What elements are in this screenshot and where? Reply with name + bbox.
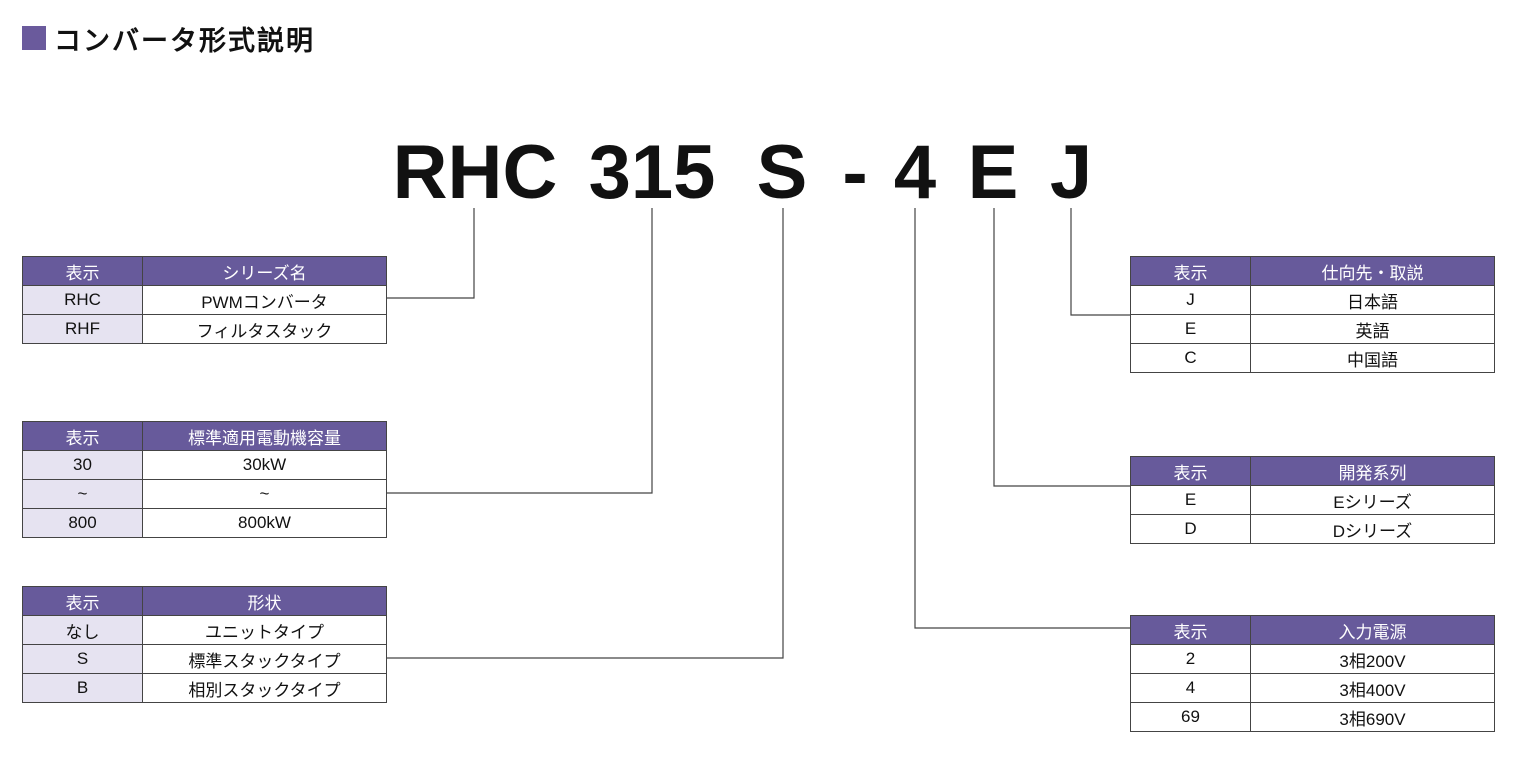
table-row: 800 800kW <box>22 508 387 538</box>
table-header-row: 表示 仕向先・取説 <box>1130 256 1495 286</box>
header-cell: 標準適用電動機容量 <box>142 421 387 451</box>
key-cell: D <box>1130 514 1251 544</box>
value-cell: 800kW <box>142 508 387 538</box>
value-cell: 標準スタックタイプ <box>142 644 387 674</box>
code-series: RHC <box>392 130 558 215</box>
header-cell: シリーズ名 <box>142 256 387 286</box>
header-cell: 表示 <box>22 256 143 286</box>
key-cell: 4 <box>1130 673 1251 703</box>
table-row: 2 3相200V <box>1130 644 1495 674</box>
table-row: D Dシリーズ <box>1130 514 1495 544</box>
destination-table: 表示 仕向先・取説 J 日本語 E 英語 C 中国語 <box>1130 256 1495 373</box>
key-cell: B <box>22 673 143 703</box>
table-header-row: 表示 入力電源 <box>1130 615 1495 645</box>
key-cell: S <box>22 644 143 674</box>
table-row: RHC PWMコンバータ <box>22 285 387 315</box>
header-cell: 表示 <box>1130 615 1251 645</box>
value-cell: 英語 <box>1250 314 1495 344</box>
table-row: B 相別スタックタイプ <box>22 673 387 703</box>
table-header-row: 表示 標準適用電動機容量 <box>22 421 387 451</box>
table-header-row: 表示 形状 <box>22 586 387 616</box>
code-hyphen: - <box>842 130 868 215</box>
table-header-row: 表示 シリーズ名 <box>22 256 387 286</box>
key-cell: 800 <box>22 508 143 538</box>
table-row: RHF フィルタスタック <box>22 314 387 344</box>
header-cell: 入力電源 <box>1250 615 1495 645</box>
key-cell: E <box>1130 314 1251 344</box>
series-table: 表示 シリーズ名 RHC PWMコンバータ RHF フィルタスタック <box>22 256 387 344</box>
connector-power <box>914 208 1130 629</box>
table-row: S 標準スタックタイプ <box>22 644 387 674</box>
table-row: 4 3相400V <box>1130 673 1495 703</box>
connector-series <box>386 208 475 299</box>
header-cell: 形状 <box>142 586 387 616</box>
key-cell: RHF <box>22 314 143 344</box>
key-cell: なし <box>22 615 143 645</box>
table-row: E Eシリーズ <box>1130 485 1495 515</box>
code-shape: S <box>756 130 808 215</box>
page-title: コンバータ形式説明 <box>22 20 315 57</box>
value-cell: Eシリーズ <box>1250 485 1495 515</box>
power-table: 表示 入力電源 2 3相200V 4 3相400V 69 3相690V <box>1130 615 1495 732</box>
value-cell: 3相690V <box>1250 702 1495 732</box>
value-cell: ユニットタイプ <box>142 615 387 645</box>
capacity-table: 表示 標準適用電動機容量 30 30kW ~ ~ 800 800kW <box>22 421 387 538</box>
title-text: コンバータ形式説明 <box>54 25 315 57</box>
development-table: 表示 開発系列 E Eシリーズ D Dシリーズ <box>1130 456 1495 544</box>
code-destination: J <box>1049 130 1093 215</box>
value-cell: 相別スタックタイプ <box>142 673 387 703</box>
header-cell: 表示 <box>1130 456 1251 486</box>
code-development: E <box>967 130 1019 215</box>
key-cell: ~ <box>22 479 143 509</box>
key-cell: J <box>1130 285 1251 315</box>
key-cell: RHC <box>22 285 143 315</box>
key-cell: 30 <box>22 450 143 480</box>
value-cell: 中国語 <box>1250 343 1495 373</box>
table-header-row: 表示 開発系列 <box>1130 456 1495 486</box>
table-row: 30 30kW <box>22 450 387 480</box>
value-cell: Dシリーズ <box>1250 514 1495 544</box>
value-cell: 3相200V <box>1250 644 1495 674</box>
key-cell: C <box>1130 343 1251 373</box>
header-cell: 表示 <box>22 421 143 451</box>
header-cell: 仕向先・取説 <box>1250 256 1495 286</box>
connector-capacity <box>386 208 653 494</box>
value-cell: PWMコンバータ <box>142 285 387 315</box>
table-row: なし ユニットタイプ <box>22 615 387 645</box>
value-cell: 30kW <box>142 450 387 480</box>
header-cell: 表示 <box>1130 256 1251 286</box>
key-cell: E <box>1130 485 1251 515</box>
table-row: ~ ~ <box>22 479 387 509</box>
value-cell: 3相400V <box>1250 673 1495 703</box>
connector-development <box>993 208 1130 487</box>
title-square-icon <box>22 26 46 50</box>
table-row: 69 3相690V <box>1130 702 1495 732</box>
value-cell: ~ <box>142 479 387 509</box>
shape-table: 表示 形状 なし ユニットタイプ S 標準スタックタイプ B 相別スタックタイプ <box>22 586 387 703</box>
key-cell: 69 <box>1130 702 1251 732</box>
table-row: E 英語 <box>1130 314 1495 344</box>
value-cell: 日本語 <box>1250 285 1495 315</box>
key-cell: 2 <box>1130 644 1251 674</box>
code-capacity: 315 <box>588 130 716 215</box>
connector-shape <box>386 208 784 659</box>
table-row: J 日本語 <box>1130 285 1495 315</box>
code-power: 4 <box>893 130 937 215</box>
connector-destination <box>1070 208 1130 316</box>
value-cell: フィルタスタック <box>142 314 387 344</box>
header-cell: 表示 <box>22 586 143 616</box>
header-cell: 開発系列 <box>1250 456 1495 486</box>
table-row: C 中国語 <box>1130 343 1495 373</box>
